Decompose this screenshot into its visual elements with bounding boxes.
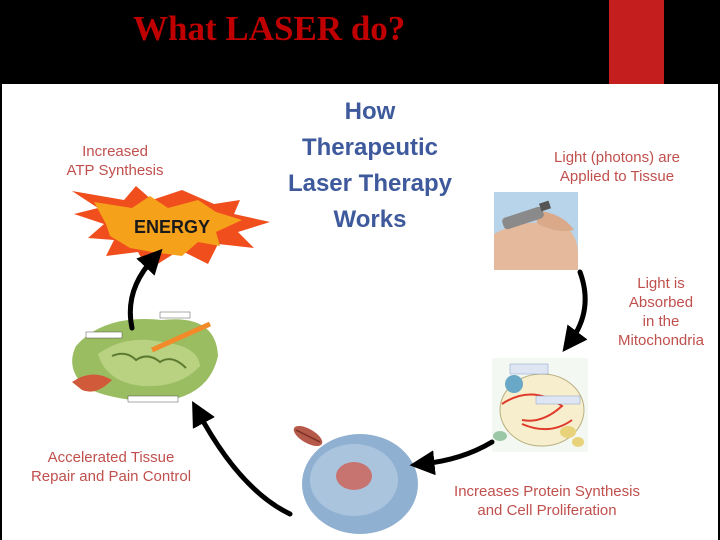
step-tissue-repair: Accelerated Tissue Repair and Pain Contr… bbox=[30, 449, 192, 485]
arrow-to-protein-synthesis bbox=[409, 439, 495, 476]
laser-hand-image bbox=[494, 192, 578, 270]
diagram-graphics: ENERGY bbox=[72, 186, 588, 534]
mitochondria-cell-image bbox=[492, 358, 588, 452]
step-atp-synthesis: Increased ATP Synthesis bbox=[66, 143, 164, 179]
heading-line: Laser Therapy bbox=[287, 170, 453, 197]
energy-burst: ENERGY bbox=[72, 186, 270, 270]
energy-label: ENERGY bbox=[134, 217, 210, 237]
heading-line: Therapeutic bbox=[301, 134, 439, 161]
heading-line: Works bbox=[333, 206, 407, 233]
heading-line: How bbox=[344, 98, 396, 125]
slide-title: What LASER do? bbox=[133, 9, 406, 48]
cycle-arrows bbox=[127, 248, 588, 517]
arrow-to-tissue-repair bbox=[192, 400, 293, 517]
mitochondrion-image bbox=[72, 311, 219, 403]
step-protein-synthesis: Increases Protein Synthesis and Cell Pro… bbox=[454, 483, 640, 519]
slide-header: What LASER do? bbox=[0, 0, 720, 84]
step-light-absorbed: Light is Absorbed in the Mitochondria bbox=[618, 275, 704, 349]
diagram-panel: ENERGY bbox=[2, 84, 718, 540]
step-light-applied: Light (photons) are Applied to Tissue bbox=[554, 149, 680, 185]
diagram-heading: How Therapeutic Laser Therapy Works bbox=[252, 94, 488, 238]
cell-proliferation-image bbox=[293, 425, 418, 534]
arrow-to-mitochondria bbox=[562, 269, 588, 353]
accent-bar bbox=[609, 0, 664, 84]
arrow-to-atp bbox=[127, 248, 163, 331]
